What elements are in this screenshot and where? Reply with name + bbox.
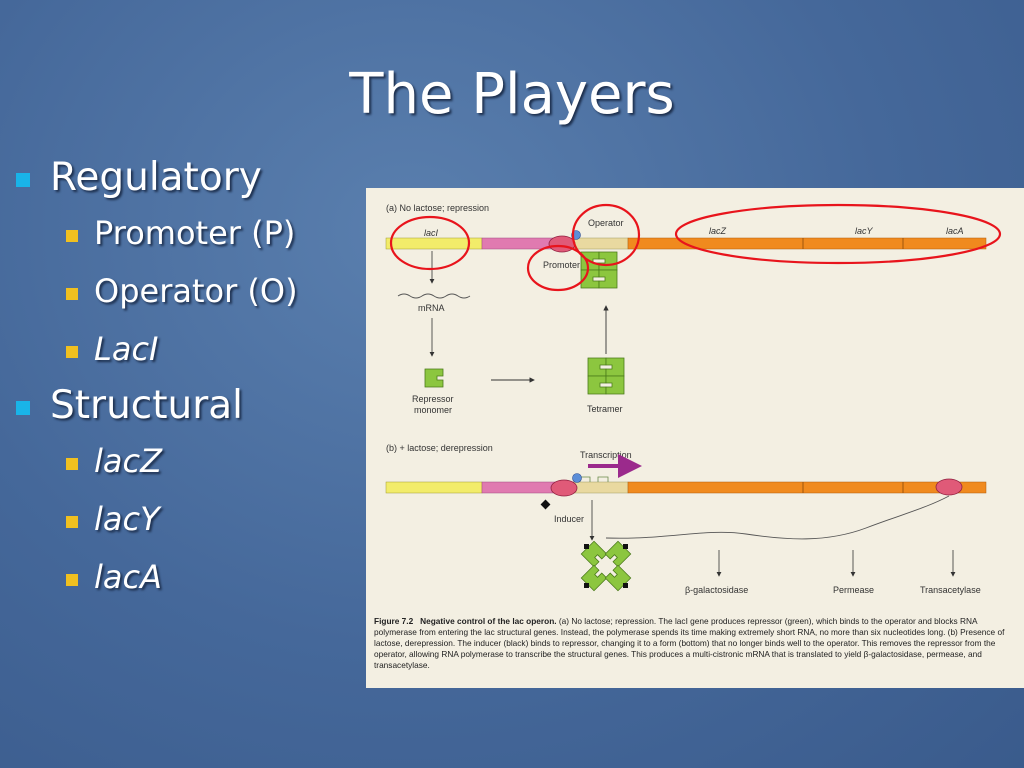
bullet-text: LacI [94, 330, 159, 368]
laci-label: lacI [424, 228, 439, 238]
repressor-label-2: monomer [414, 405, 452, 415]
bullet-lacy: lacY [14, 490, 364, 548]
caption-body: (a) No lactose; repression. The lacI gen… [374, 616, 1005, 670]
inducer-label: Inducer [554, 514, 584, 524]
bullet-list: Regulatory Promoter (P) Operator (O) Lac… [14, 152, 364, 606]
caption-title: Negative control of the lac operon. [420, 616, 557, 626]
bullet-square-icon [66, 574, 78, 586]
bullet-regulatory: Regulatory [14, 152, 364, 204]
panel-b-label: (b) + lactose; derepression [386, 443, 493, 453]
mrna-strand [397, 293, 471, 299]
slide-title: The Players [349, 62, 675, 127]
bullet-text: Operator (O) [94, 272, 298, 310]
bullet-square-icon [16, 173, 30, 187]
free-repressor-tetramer [587, 357, 625, 395]
transacetylase-label: Transacetylase [920, 585, 981, 595]
lac-operon-figure: (a) No lactose; repression lacI lacZ lac… [366, 188, 1024, 688]
caption-label: Figure 7.2 [374, 616, 414, 626]
highlight-structural-circle [674, 203, 1002, 265]
highlight-operator-circle [571, 203, 641, 267]
laca-label: lacA [946, 226, 964, 236]
bound-repressor-tetramer [580, 251, 618, 289]
bullet-operator: Operator (O) [14, 262, 364, 320]
bullet-promoter: Promoter (P) [14, 204, 364, 262]
polycistronic-mrna [605, 495, 950, 540]
bgal-label: β-galactosidase [685, 585, 748, 595]
mrna-label: mRNA [418, 303, 445, 313]
repressor-label-1: Repressor [412, 394, 454, 404]
panel-a-label: (a) No lactose; repression [386, 203, 489, 213]
bullet-square-icon [66, 346, 78, 358]
highlight-laci-circle [389, 215, 471, 271]
bullet-text: lacY [94, 500, 160, 538]
operon-diagram: (a) No lactose; repression lacI lacZ lac… [385, 203, 1002, 595]
bullet-laca: lacA [14, 548, 364, 606]
lacy-label: lacY [855, 226, 874, 236]
tetramer-label: Tetramer [587, 404, 623, 414]
bullet-square-icon [66, 516, 78, 528]
bullet-text: Regulatory [50, 155, 262, 200]
bullet-text: lacA [94, 558, 162, 596]
structural-genes-bar [627, 237, 987, 250]
operator-site [573, 237, 629, 250]
rna-polymerase-end [935, 478, 963, 496]
bullet-laci: LacI [14, 320, 364, 378]
inactive-repressor [580, 540, 632, 592]
permease-label: Permease [833, 585, 874, 595]
figure-caption: Figure 7.2 Negative control of the lac o… [374, 616, 1014, 671]
bullet-square-icon [16, 401, 30, 415]
highlight-promoter-circle [526, 244, 590, 292]
rna-polymerase [548, 235, 576, 253]
inducer-diamond-icon [540, 499, 551, 510]
bullet-text: Structural [50, 383, 244, 428]
bullet-text: Promoter (P) [94, 214, 296, 252]
lacz-label: lacZ [709, 226, 727, 236]
promoter-label: Promoter [543, 260, 580, 270]
operator-label: Operator [588, 218, 624, 228]
bullet-square-icon [66, 288, 78, 300]
transcription-label: Transcription [580, 450, 632, 460]
bullet-lacz: lacZ [14, 432, 364, 490]
bullet-square-icon [66, 458, 78, 470]
bullet-structural: Structural [14, 380, 364, 432]
bullet-square-icon [66, 230, 78, 242]
bullet-text: lacZ [94, 442, 163, 480]
repressor-monomer [424, 368, 444, 388]
